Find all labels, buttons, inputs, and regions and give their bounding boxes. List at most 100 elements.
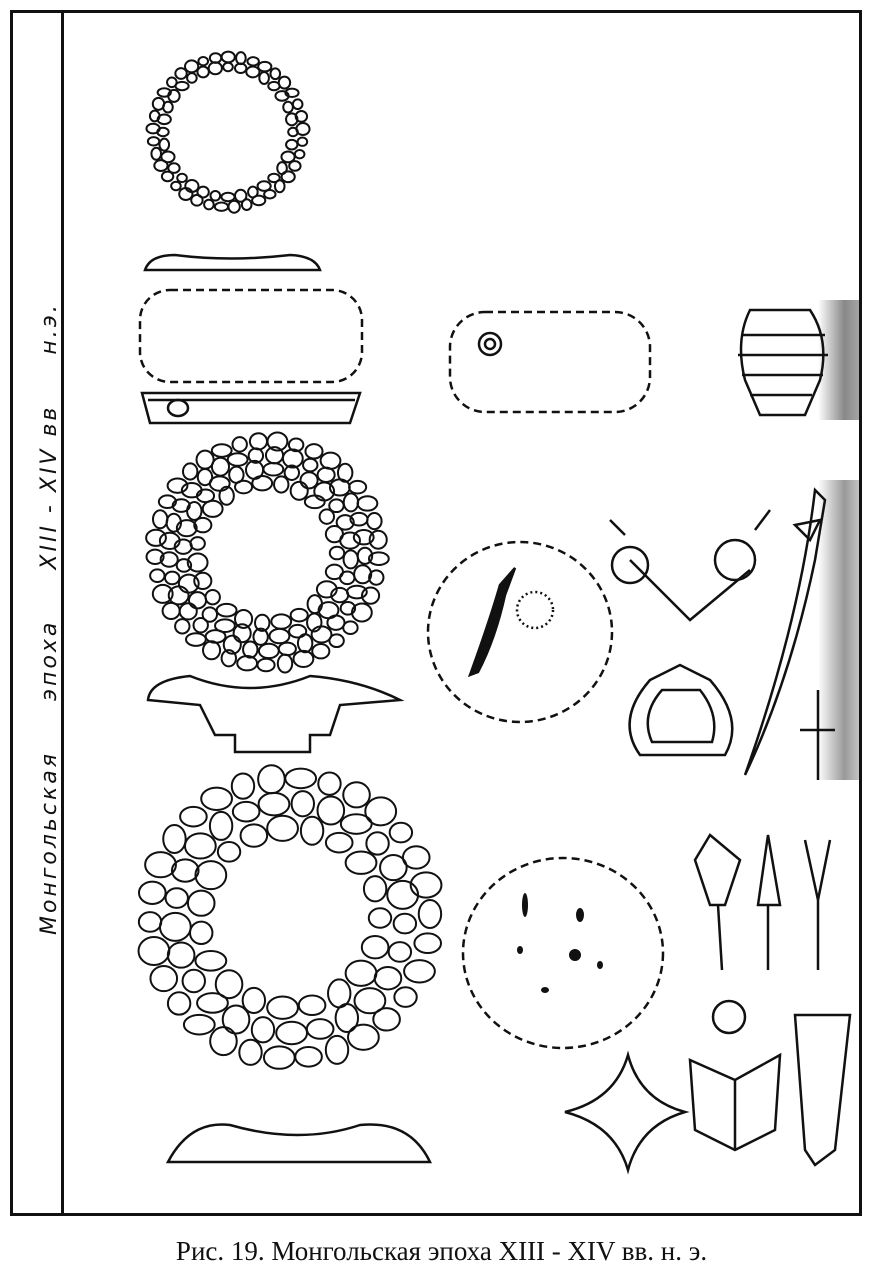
stone	[202, 640, 222, 661]
kurgan-profile-3	[165, 1123, 432, 1164]
stone	[303, 494, 326, 510]
stone	[262, 1045, 296, 1070]
stone	[291, 98, 304, 111]
stone	[246, 56, 260, 67]
stone	[285, 138, 299, 151]
stone	[185, 632, 207, 647]
stone	[218, 485, 235, 506]
stone	[159, 551, 179, 568]
stone	[401, 845, 431, 870]
stone	[288, 160, 302, 172]
figure-caption: Рис. 19. Монгольская эпоха XIII - XIV вв…	[175, 1236, 708, 1266]
stone	[339, 813, 373, 835]
stone	[356, 495, 379, 512]
stone	[319, 451, 342, 470]
stone	[157, 494, 177, 510]
stone	[328, 545, 346, 561]
stone	[235, 51, 247, 66]
stone	[413, 932, 443, 955]
grave-pit-outline-2	[448, 310, 652, 414]
stone	[328, 498, 345, 514]
stone	[386, 879, 420, 910]
vessel-marker	[477, 331, 503, 357]
stone	[174, 67, 188, 80]
stone	[166, 477, 189, 494]
stone	[184, 59, 200, 74]
side-label-band	[10, 10, 64, 1216]
stone	[182, 1013, 216, 1036]
stone	[339, 570, 356, 586]
stone	[326, 614, 346, 631]
stone	[158, 911, 192, 942]
stone	[316, 466, 336, 484]
stone	[196, 65, 210, 79]
stone	[304, 443, 324, 460]
grave-pit-outline-3	[426, 540, 614, 724]
stone	[342, 781, 371, 809]
stone	[146, 136, 161, 147]
stone	[365, 831, 390, 856]
stone	[392, 912, 418, 935]
stone	[296, 136, 309, 147]
stone	[174, 618, 191, 635]
stone	[181, 462, 199, 481]
stone	[183, 832, 217, 860]
stone	[388, 821, 414, 844]
stone	[342, 620, 359, 636]
stone	[186, 889, 216, 917]
stone	[262, 461, 285, 477]
stone	[193, 516, 213, 534]
stone	[214, 969, 244, 1000]
stone	[221, 1004, 251, 1035]
stone-ring-small	[145, 50, 311, 214]
stone	[367, 551, 390, 567]
scan-shadow	[818, 300, 862, 420]
stone	[287, 437, 305, 453]
stone	[256, 657, 276, 673]
knife	[800, 690, 835, 780]
stone	[164, 887, 189, 909]
stone	[213, 201, 230, 212]
stone	[145, 548, 165, 566]
stone	[166, 941, 196, 969]
bit-ring-right	[713, 538, 757, 582]
stone	[222, 634, 242, 655]
stone	[299, 471, 319, 490]
stone	[335, 514, 355, 531]
stone	[373, 966, 403, 991]
stone	[273, 475, 290, 494]
stone	[289, 607, 309, 623]
arrowhead-1	[693, 833, 742, 971]
stone	[296, 633, 314, 654]
stone	[297, 994, 327, 1017]
stone	[256, 180, 272, 192]
stone	[192, 616, 209, 634]
stone	[277, 75, 292, 90]
stone	[302, 457, 319, 473]
stone	[197, 56, 210, 67]
stone	[328, 633, 345, 649]
stone-ring-medium	[145, 431, 390, 674]
stone	[203, 198, 215, 211]
stone	[196, 992, 229, 1014]
stone	[372, 1007, 401, 1032]
grave-pit-outline-1	[138, 288, 364, 384]
stone	[166, 76, 178, 89]
stone	[231, 800, 261, 823]
stone	[162, 823, 187, 854]
stone	[257, 791, 291, 817]
stone-ring-large	[137, 764, 443, 1070]
stone	[236, 655, 259, 672]
stone	[361, 586, 381, 605]
stone	[242, 640, 259, 659]
stone	[342, 549, 359, 570]
stone	[137, 911, 163, 933]
side-label-part: эпоха	[37, 619, 62, 702]
stone	[204, 588, 221, 606]
stone	[195, 449, 215, 470]
stone	[294, 110, 309, 123]
bone-fragments	[517, 893, 603, 993]
stone	[201, 499, 224, 518]
side-label-part: Монгольская	[37, 751, 62, 935]
stone	[368, 529, 388, 550]
